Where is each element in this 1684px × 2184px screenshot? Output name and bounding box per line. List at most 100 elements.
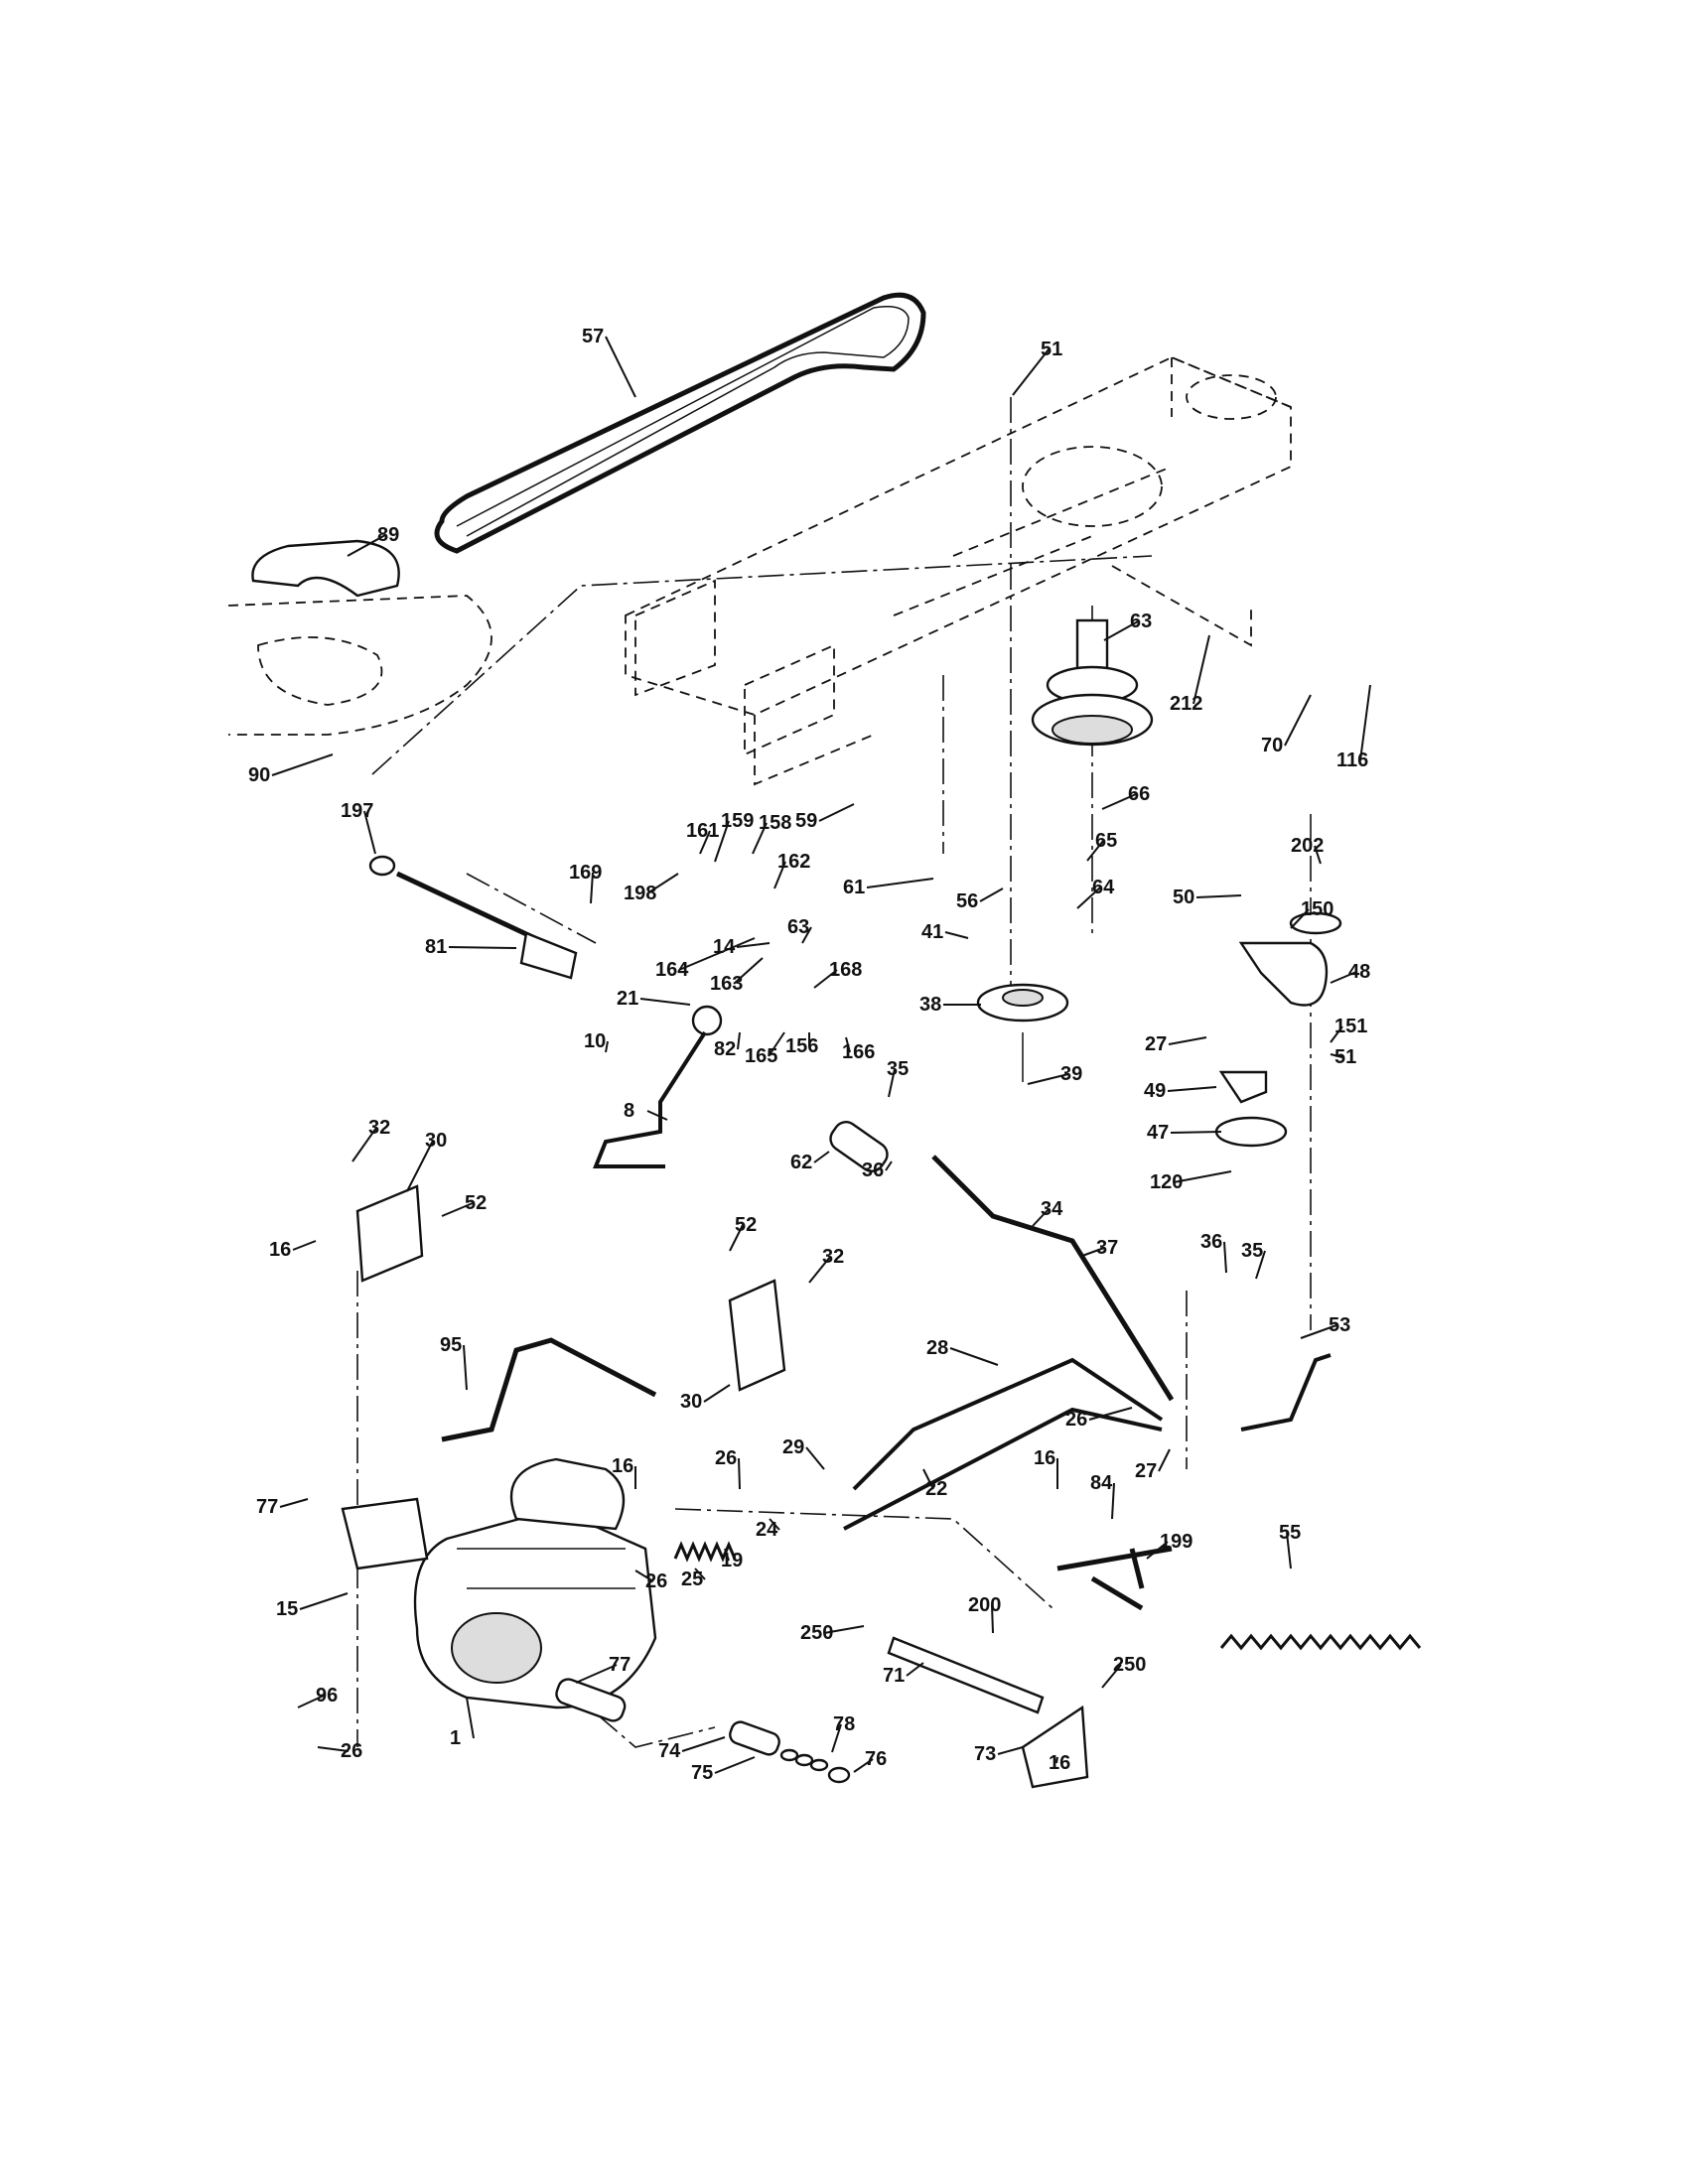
leader-line: [1223, 1241, 1227, 1274]
leader-line: [448, 946, 517, 949]
part-number-label: 164: [655, 959, 689, 981]
callout-p71: 71: [883, 1662, 924, 1687]
callout-p84: 84: [1090, 1472, 1115, 1520]
brake-bracket-left: [355, 1184, 424, 1283]
callout-p34: 34: [1032, 1198, 1063, 1227]
callout-p51a: 51: [1012, 339, 1062, 396]
callout-p14: 14: [713, 936, 771, 958]
callout-p1: 1: [450, 1697, 475, 1749]
parking-rod: [441, 1337, 657, 1442]
part-number-label: 38: [919, 994, 941, 1016]
callout-p30b: 30: [680, 1384, 731, 1413]
callout-p212: 212: [1170, 634, 1210, 715]
leader-line: [737, 1031, 741, 1050]
callout-p161: 161: [686, 820, 719, 855]
leader-line: [271, 753, 334, 776]
callout-p197: 197: [341, 800, 376, 855]
callout-p63a: 63: [1103, 611, 1152, 641]
callout-p59: 59: [795, 803, 855, 832]
leader-line: [463, 1344, 468, 1391]
part-number-label: 34: [1041, 1198, 1063, 1220]
callout-p41: 41: [921, 921, 969, 943]
leader-line: [1330, 971, 1357, 984]
part-number-label: 162: [777, 851, 810, 873]
leader-line: [724, 1548, 730, 1562]
leader-line: [575, 1664, 618, 1684]
callout-p26b: 26: [715, 1447, 741, 1490]
leader-line: [1173, 1170, 1232, 1183]
leader-line: [888, 1068, 896, 1098]
callout-p116: 116: [1336, 684, 1371, 771]
callout-p24: 24: [756, 1518, 780, 1541]
callout-p47: 47: [1147, 1122, 1222, 1144]
callout-p162: 162: [773, 851, 810, 889]
callout-p37: 37: [1081, 1237, 1118, 1259]
callout-p35a: 35: [887, 1058, 909, 1098]
leader-line: [922, 1468, 934, 1490]
callout-p64: 64: [1076, 877, 1115, 909]
part-number-label: 16: [269, 1239, 291, 1261]
callout-p166: 166: [842, 1036, 875, 1063]
callout-p26d: 26: [317, 1740, 362, 1762]
leader-line: [646, 1110, 668, 1121]
part-number-label: 30: [680, 1391, 702, 1413]
leader-line: [805, 1446, 825, 1470]
linkage-rod: [1240, 1353, 1332, 1432]
callout-p159: 159: [714, 810, 754, 863]
part-number-label: 52: [465, 1192, 487, 1214]
part-number-label: 197: [341, 800, 373, 822]
leader-line: [949, 1347, 999, 1366]
leader-line: [299, 1592, 349, 1610]
part-number-label: 66: [1128, 783, 1150, 805]
callout-p250a: 250: [800, 1622, 865, 1644]
leader-line: [406, 1140, 434, 1192]
callout-p164: 164: [655, 937, 756, 981]
leader-line: [1012, 348, 1050, 396]
leader-line: [694, 1568, 706, 1580]
callout-p169: 169: [569, 862, 602, 904]
callout-p73: 73: [974, 1743, 1024, 1765]
leader-line: [639, 998, 691, 1006]
part-number-label: 163: [710, 973, 743, 995]
part-number-label: 24: [756, 1519, 778, 1541]
part-number-label: 19: [721, 1550, 743, 1571]
part-number-label: 48: [1348, 961, 1370, 983]
callout-p52b: 52: [729, 1214, 757, 1252]
leader-line: [292, 1240, 317, 1251]
part-number-label: 41: [921, 921, 943, 943]
leader-line: [845, 1036, 851, 1053]
leader-line: [297, 1695, 325, 1708]
callout-p22: 22: [922, 1468, 947, 1500]
part-number-label: 63: [1130, 611, 1152, 632]
part-number-label: 71: [883, 1665, 905, 1687]
callout-p27b: 27: [1135, 1448, 1171, 1482]
leader-line: [1103, 620, 1139, 641]
leader-line: [1168, 1036, 1207, 1045]
callout-p30a: 30: [406, 1130, 447, 1192]
leader-line: [681, 1736, 726, 1752]
leader-line: [646, 873, 679, 894]
part-number-label: 150: [1301, 898, 1333, 920]
part-number-label: 212: [1170, 693, 1202, 715]
callout-p48: 48: [1330, 961, 1370, 984]
part-number-label: 76: [865, 1748, 887, 1770]
callout-p49: 49: [1144, 1080, 1217, 1102]
leader-line: [738, 1457, 741, 1490]
part-number-label: 158: [759, 812, 791, 834]
callout-p95: 95: [440, 1334, 468, 1391]
part-number-label: 77: [256, 1496, 278, 1518]
part-number-label: 64: [1092, 877, 1115, 898]
part-number-label: 161: [686, 820, 719, 842]
part-number-label: 10: [584, 1030, 606, 1052]
part-number-label: 159: [721, 810, 754, 832]
callout-p70: 70: [1261, 694, 1312, 756]
part-number-label: 59: [795, 810, 817, 832]
leader-line: [823, 1625, 865, 1634]
part-number-label: 199: [1160, 1531, 1193, 1553]
leader-line: [813, 1151, 830, 1163]
part-number-label: 62: [790, 1152, 812, 1173]
part-number-label: 57: [582, 326, 604, 347]
leader-line: [1111, 1482, 1115, 1520]
leader-line: [590, 872, 594, 904]
leader-line: [853, 1758, 874, 1773]
